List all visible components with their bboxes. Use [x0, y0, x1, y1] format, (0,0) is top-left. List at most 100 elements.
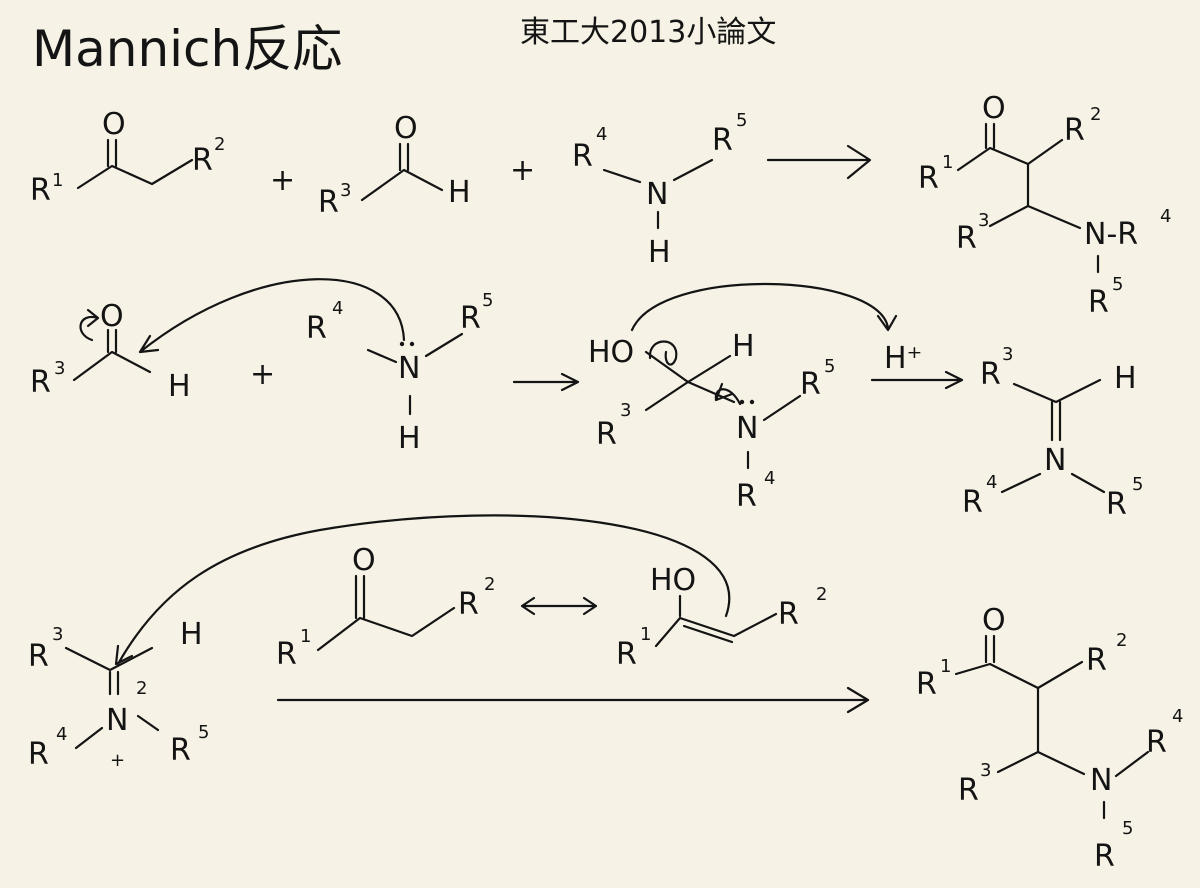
- resonance-arrow: [520, 596, 598, 616]
- f-r3-label: R: [958, 773, 979, 808]
- im-double-bond: [1050, 400, 1062, 442]
- reaction-arrow: [512, 372, 580, 392]
- in-r5-label: R: [170, 733, 191, 768]
- r3-label: R: [318, 185, 339, 220]
- s2-r3-sup: 3: [54, 358, 65, 379]
- ha-n-r5-bond: [762, 394, 802, 422]
- f-n-r4-bond: [1114, 750, 1150, 778]
- attack-curved-arrow: [138, 278, 406, 354]
- p-nr4: N-R: [1084, 217, 1138, 252]
- f-r1-sup: 1: [940, 656, 951, 677]
- k3-r1-sup: 1: [300, 626, 311, 647]
- enol-ho: HO: [650, 563, 696, 598]
- aldehyde-o: O: [394, 111, 418, 146]
- ketone-reactant: R 1 O R 2: [30, 107, 225, 208]
- in-r4-label: R: [28, 737, 49, 772]
- in-h: H: [180, 617, 203, 652]
- f-r1-label: R: [916, 667, 937, 702]
- p-skeleton: [956, 138, 1064, 172]
- h-plus: H⁺: [884, 341, 922, 376]
- ha-skeleton: [644, 350, 736, 412]
- plus-sign: +: [250, 357, 275, 392]
- f-r4-sup: 4: [1172, 706, 1183, 727]
- p-r2-sup: 2: [1090, 104, 1101, 125]
- f-r2-sup: 2: [1116, 630, 1127, 651]
- ketone-step3: R 1 O R 2: [276, 543, 495, 672]
- in-r5-sup: 5: [198, 722, 209, 743]
- in-r4-sup: 4: [56, 724, 67, 745]
- r5-sup: 5: [736, 110, 747, 131]
- aldehyde-step2: R 3 O H: [30, 299, 191, 404]
- im-r4-sup: 4: [986, 472, 997, 493]
- aldehyde-h: H: [448, 175, 471, 210]
- s2-amine-left: [366, 348, 398, 364]
- carbonyl-o: O: [102, 107, 126, 142]
- im-r5-sup: 5: [1132, 474, 1143, 495]
- s2-r5-label: R: [460, 301, 481, 336]
- s2-r4-sup: 4: [332, 298, 343, 319]
- ketone-skeleton: [76, 158, 194, 190]
- reaction-arrow: [276, 686, 870, 714]
- enol-double-bond: [682, 624, 734, 644]
- in-plus: +: [110, 750, 125, 771]
- s2-r4-label: R: [306, 311, 327, 346]
- in-r3-sup: 3: [52, 624, 63, 645]
- s2-r3-label: R: [30, 365, 51, 400]
- ha-loop-arrow: [648, 340, 678, 366]
- p-r3-label: R: [956, 221, 977, 256]
- p-r2-label: R: [1064, 113, 1085, 148]
- title: Mannich反応: [32, 20, 342, 78]
- r2-label: R: [192, 143, 213, 178]
- im-r4-label: R: [962, 485, 983, 520]
- ha-ho: HO: [588, 335, 634, 370]
- aldehyde-skeleton: [360, 168, 444, 202]
- p-carbonyl: [984, 122, 996, 150]
- s2-o: O: [100, 299, 124, 334]
- in-two: 2: [136, 678, 147, 699]
- s2-curved-arrow-o: [79, 308, 100, 342]
- im-r3-label: R: [980, 357, 1001, 392]
- f-skeleton: [954, 660, 1084, 690]
- amine-h: H: [648, 235, 671, 270]
- im-h: H: [1114, 361, 1137, 396]
- plus-sign: +: [510, 153, 535, 188]
- f-o: O: [982, 603, 1006, 638]
- im-n-bonds: [1000, 472, 1106, 494]
- mannich-product-top: R 1 O R 2 R 3 N-R 4 R 5: [918, 91, 1171, 320]
- s2-h: H: [168, 369, 191, 404]
- r2-sup: 2: [214, 134, 225, 155]
- enol-r1-sup: 1: [640, 624, 651, 645]
- p-chain: [988, 162, 1082, 230]
- s2-carbonyl: [106, 328, 118, 354]
- f-r4-label: R: [1146, 725, 1167, 760]
- p-r5-sup: 5: [1112, 274, 1123, 295]
- carbonyl-double-bond: [106, 138, 118, 168]
- im-r3-sup: 3: [1002, 344, 1013, 365]
- in-r3-label: R: [28, 639, 49, 674]
- ha-lone-pair-arrow: [714, 382, 742, 406]
- in-n: N: [106, 703, 128, 738]
- aldehyde-double-bond: [398, 142, 410, 172]
- s2-n: N: [398, 351, 420, 386]
- k3-carbonyl: [354, 574, 366, 620]
- r4-sup: 4: [596, 124, 607, 145]
- im-r5-label: R: [1106, 487, 1127, 522]
- r1-label: R: [30, 173, 51, 208]
- r1-sup: 1: [52, 170, 63, 191]
- amine-reactant: R 4 N R 5 H: [572, 110, 747, 270]
- enol-attack-curved-arrow: [114, 514, 731, 666]
- f-n: N: [1090, 763, 1112, 798]
- k3-skeleton: [316, 606, 456, 652]
- p-r3-sup: 3: [978, 210, 989, 231]
- in-double-bond: [108, 670, 120, 696]
- p-r1-label: R: [918, 161, 939, 196]
- s2-amine-h: H: [398, 421, 421, 456]
- f-r2-label: R: [1086, 643, 1107, 678]
- enol-skeleton: [654, 612, 778, 648]
- s2-r5-sup: 5: [482, 290, 493, 311]
- im-skeleton: [1012, 378, 1102, 404]
- p-r4-sup: 4: [1160, 206, 1171, 227]
- iminium: R 3 H 2 N R 4 + R 5: [28, 617, 209, 772]
